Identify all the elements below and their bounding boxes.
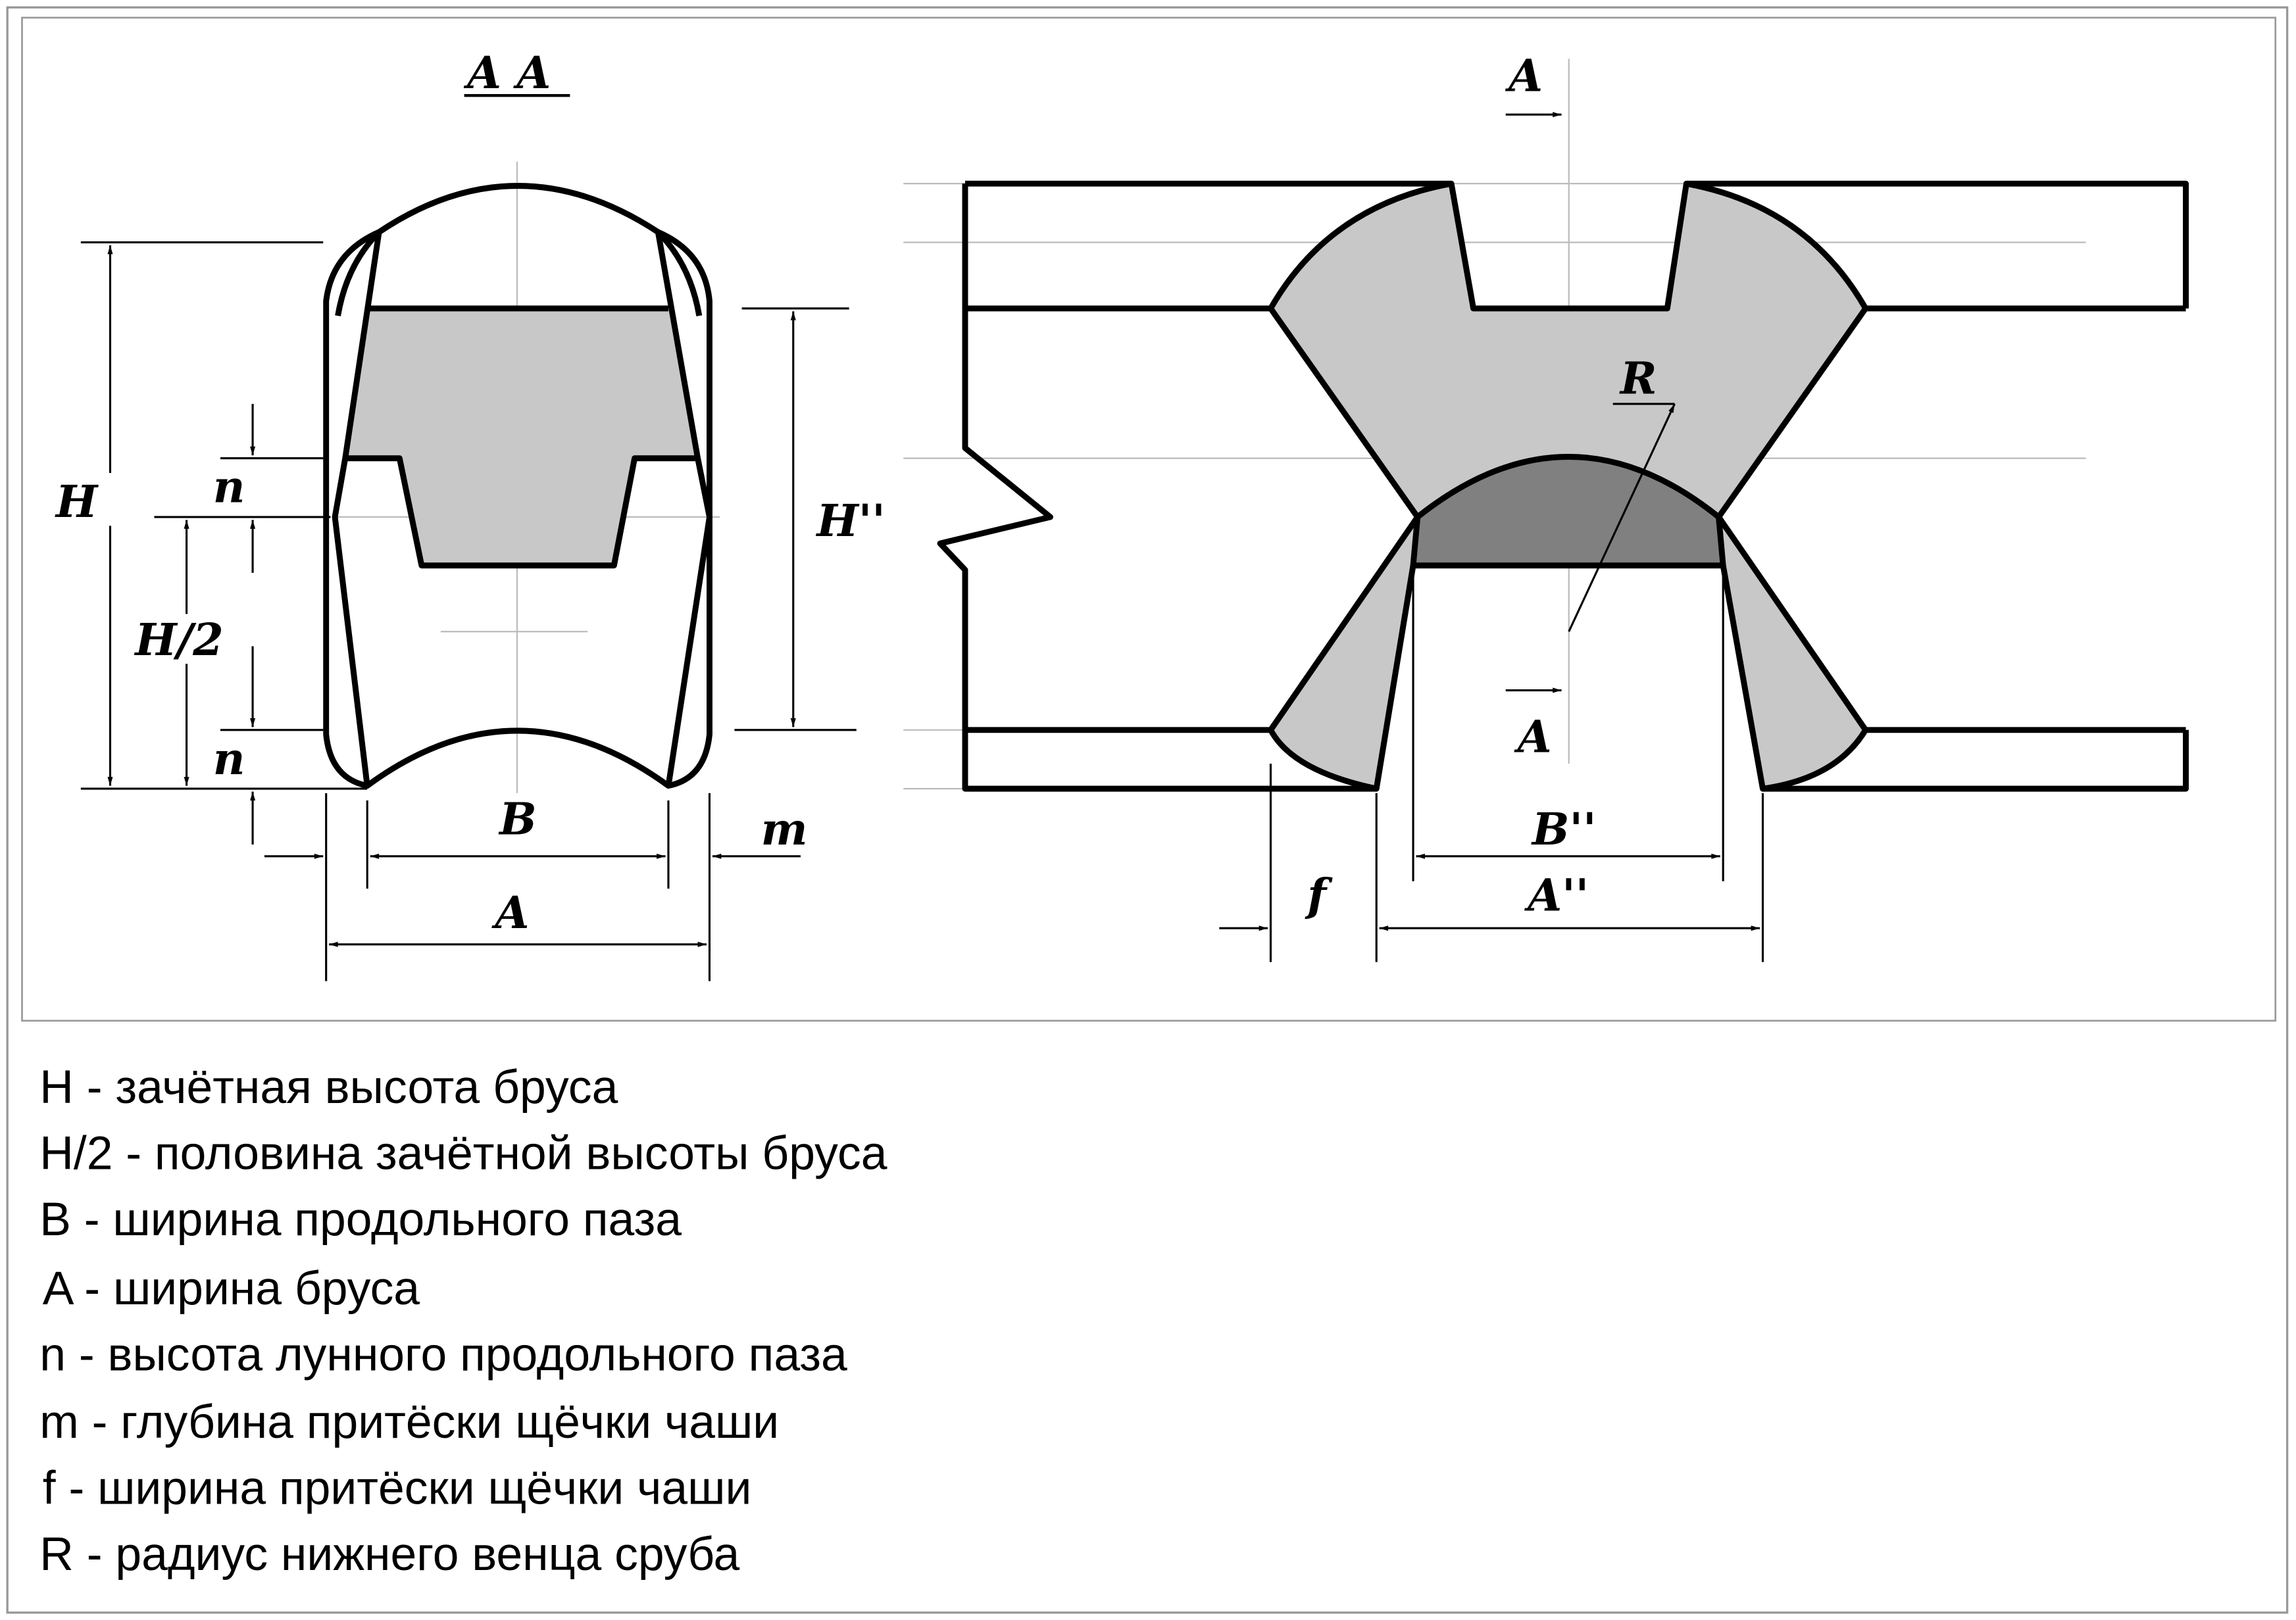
drawing-frame (21, 16, 2277, 1022)
legend-item: f - ширина притёски щёчки чаши (43, 1462, 752, 1515)
section-mark-A-top: A (1505, 50, 1543, 102)
label-B: B (498, 793, 537, 845)
label-A-double-prime: A'' (1524, 869, 1589, 921)
legend-item: m - глубина притёски щёчки чаши (39, 1396, 779, 1448)
label-f: f (1305, 869, 1333, 921)
bowl-shaded-area (1270, 184, 1866, 518)
label-H: H (55, 476, 99, 528)
legend: H - зачётная высота бруса H/2 - половина… (39, 1061, 887, 1581)
legend-item: n - высота лунного продольного паза (39, 1328, 847, 1381)
moon-groove-area (1413, 456, 1724, 566)
groove-shaded-area (345, 308, 698, 566)
label-H-double-prime: H'' (815, 495, 885, 547)
legend-item: B - ширина продольного паза (39, 1193, 682, 1246)
label-H-half: H/2 (134, 614, 223, 666)
log-outline (323, 183, 712, 789)
label-B-double-prime: B'' (1531, 803, 1597, 855)
label-A: A (491, 887, 529, 939)
legend-item: H/2 - половина зачётной высоты бруса (39, 1127, 887, 1179)
legend-item: A - ширина бруса (43, 1262, 420, 1315)
section-title: A A (463, 47, 551, 99)
section-mark-A-bottom: A (1514, 710, 1552, 762)
label-m: m (761, 803, 808, 855)
label-R: R (1619, 352, 1657, 404)
label-n-bottom: n (213, 733, 245, 785)
side-view: A A R B'' A'' f (903, 50, 2189, 962)
legend-item: H - зачётная высота бруса (39, 1061, 618, 1114)
label-n-top: n (213, 461, 245, 513)
cross-section-view: A A H n n H/2 H'' B m (53, 47, 886, 981)
outer-frame (6, 6, 2289, 1614)
legend-item: R - радиус нижнего венца сруба (39, 1528, 739, 1581)
